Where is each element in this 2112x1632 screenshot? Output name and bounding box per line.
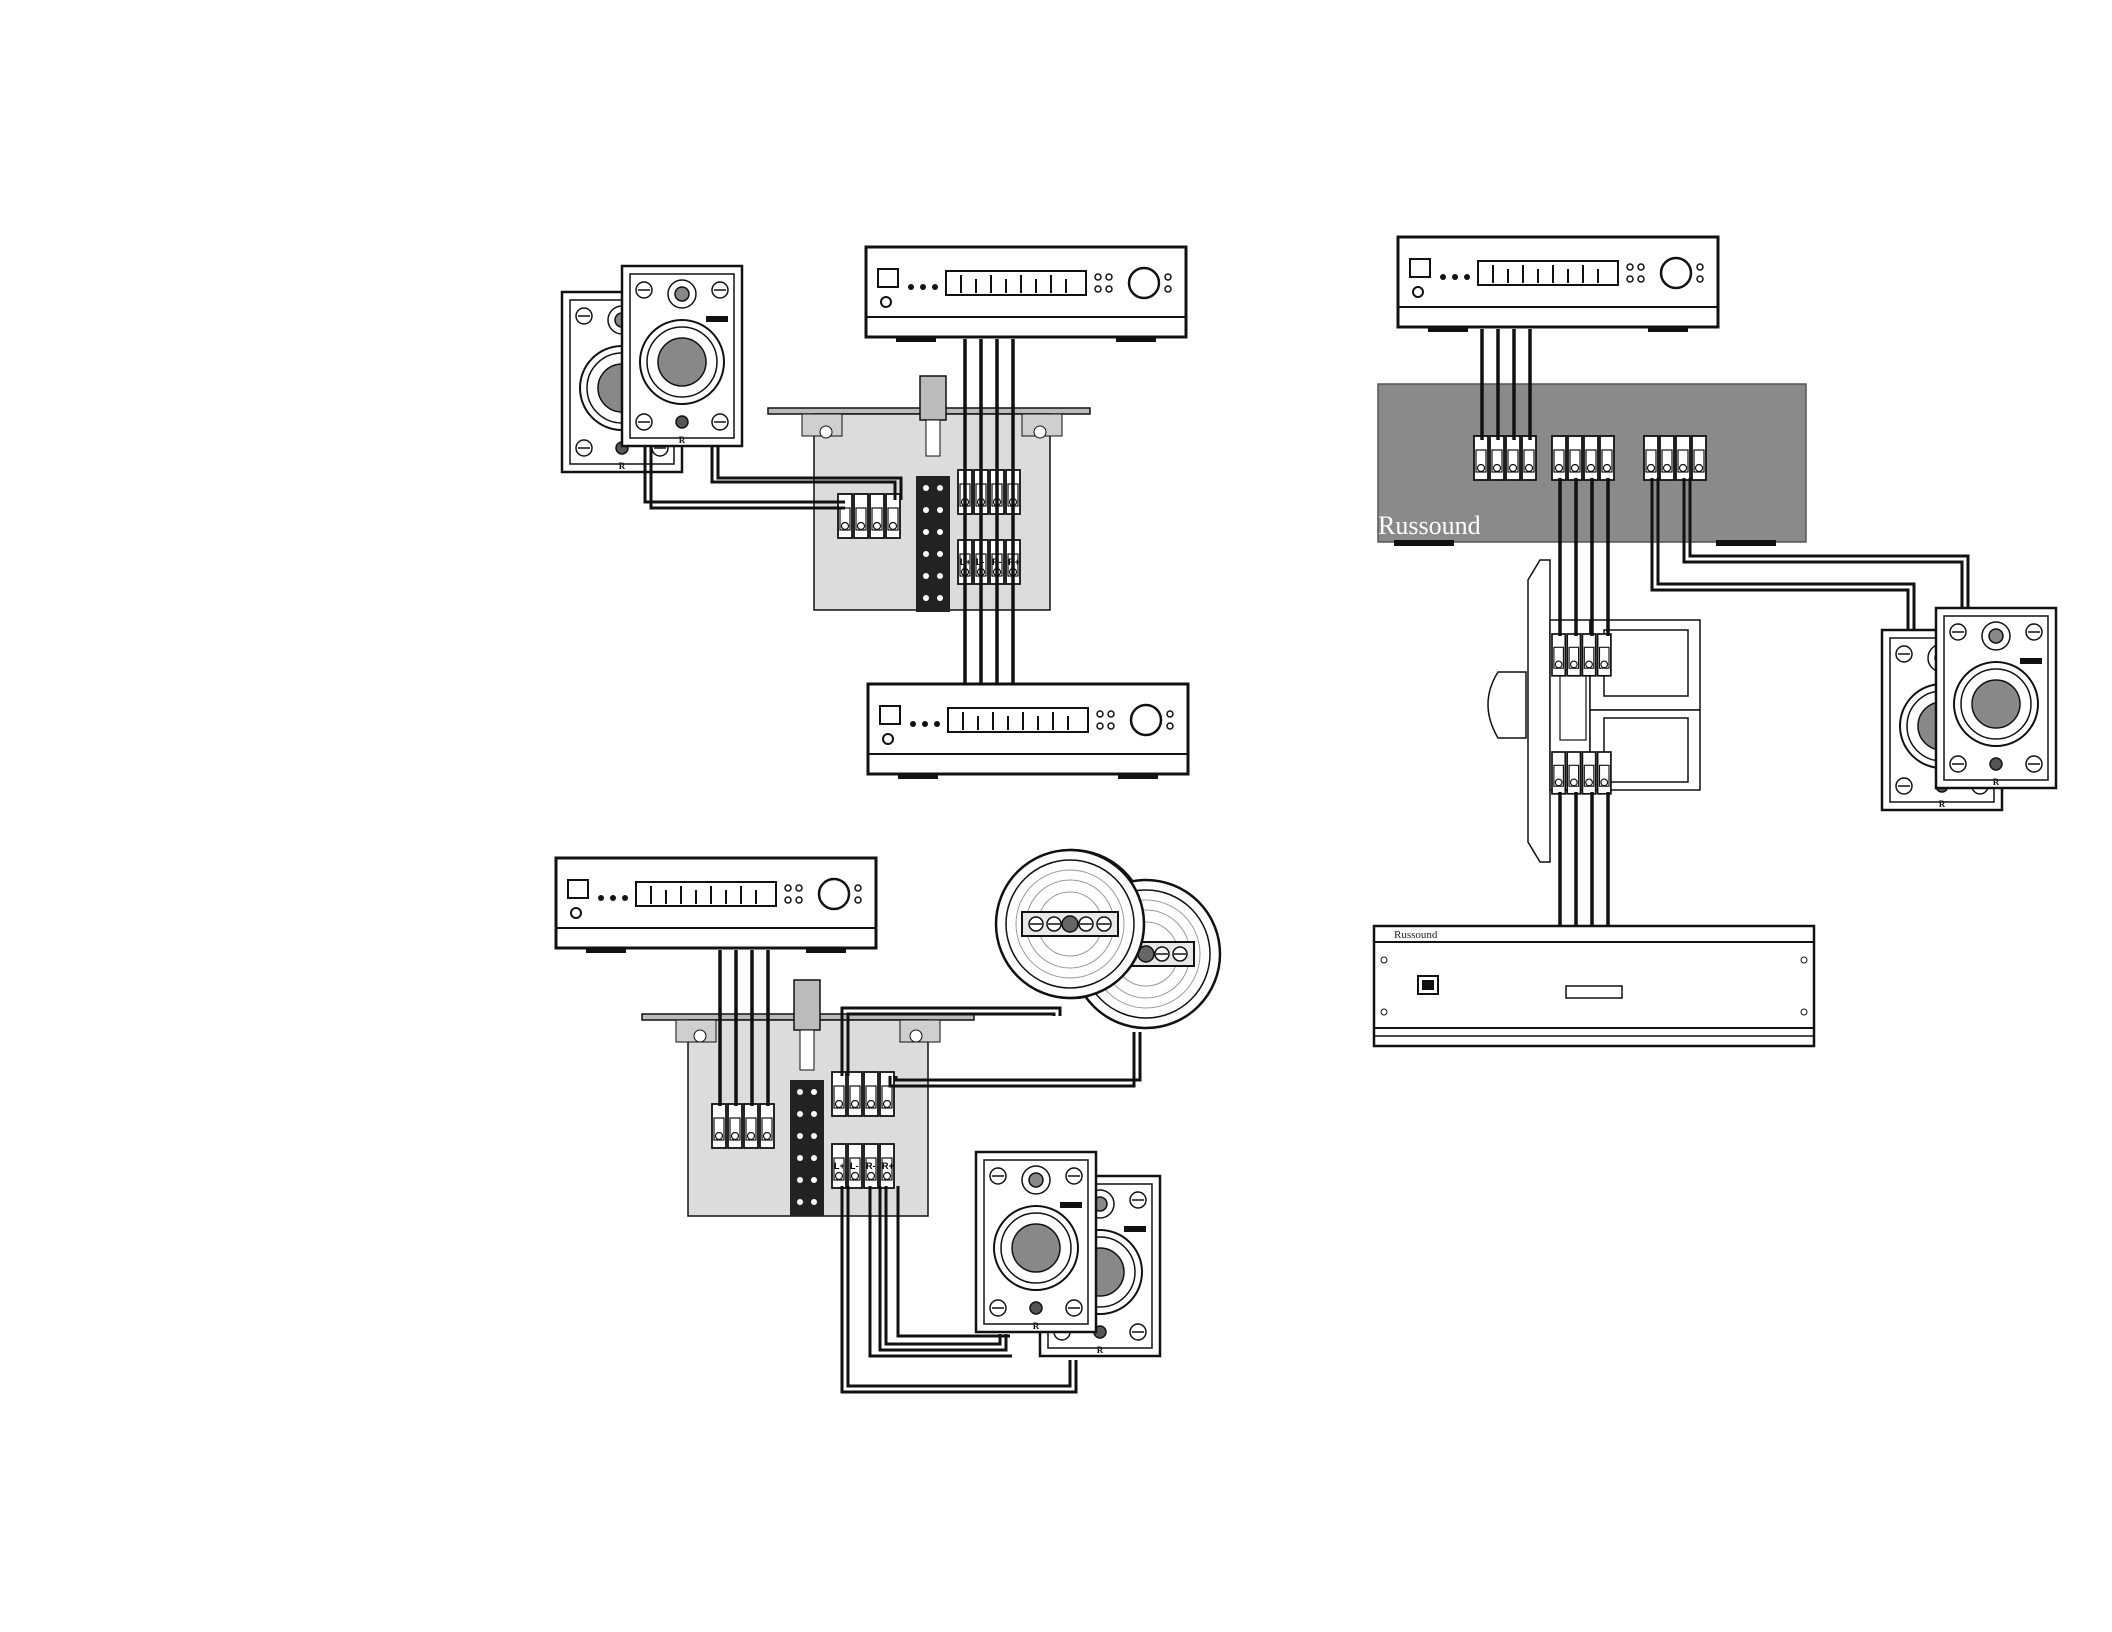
wall-speaker-lower-front	[976, 1152, 1096, 1332]
wall-speaker-front	[622, 266, 742, 446]
receiver-right	[1398, 237, 1718, 332]
volume-control	[1488, 560, 1700, 862]
connector-strip	[916, 476, 950, 612]
system-bottom-left: L+ L- R- R+	[556, 850, 1220, 1392]
svg-text:Russound: Russound	[1378, 511, 1481, 540]
svg-text:R-: R-	[866, 1161, 876, 1171]
svg-text:L-: L-	[850, 1161, 859, 1171]
connector-strip-2	[790, 1080, 824, 1216]
system-top-left: L+ L- R- R+	[562, 247, 1188, 779]
receiver-lower-left	[556, 858, 876, 953]
receiver-top	[866, 247, 1186, 342]
svg-text:R+: R+	[882, 1161, 894, 1171]
wall-speaker-right-front	[1936, 608, 2056, 788]
rack-unit: Russound	[1374, 926, 1814, 1046]
receiver-bottom	[868, 684, 1188, 779]
russound-logo: Russound	[1378, 511, 1481, 540]
knob-shaft	[920, 376, 946, 420]
system-right: Russound	[1374, 237, 2056, 1046]
svg-text:L+: L+	[834, 1161, 845, 1171]
ceiling-speaker-a	[996, 850, 1144, 998]
rack-brand: Russound	[1394, 929, 1438, 941]
